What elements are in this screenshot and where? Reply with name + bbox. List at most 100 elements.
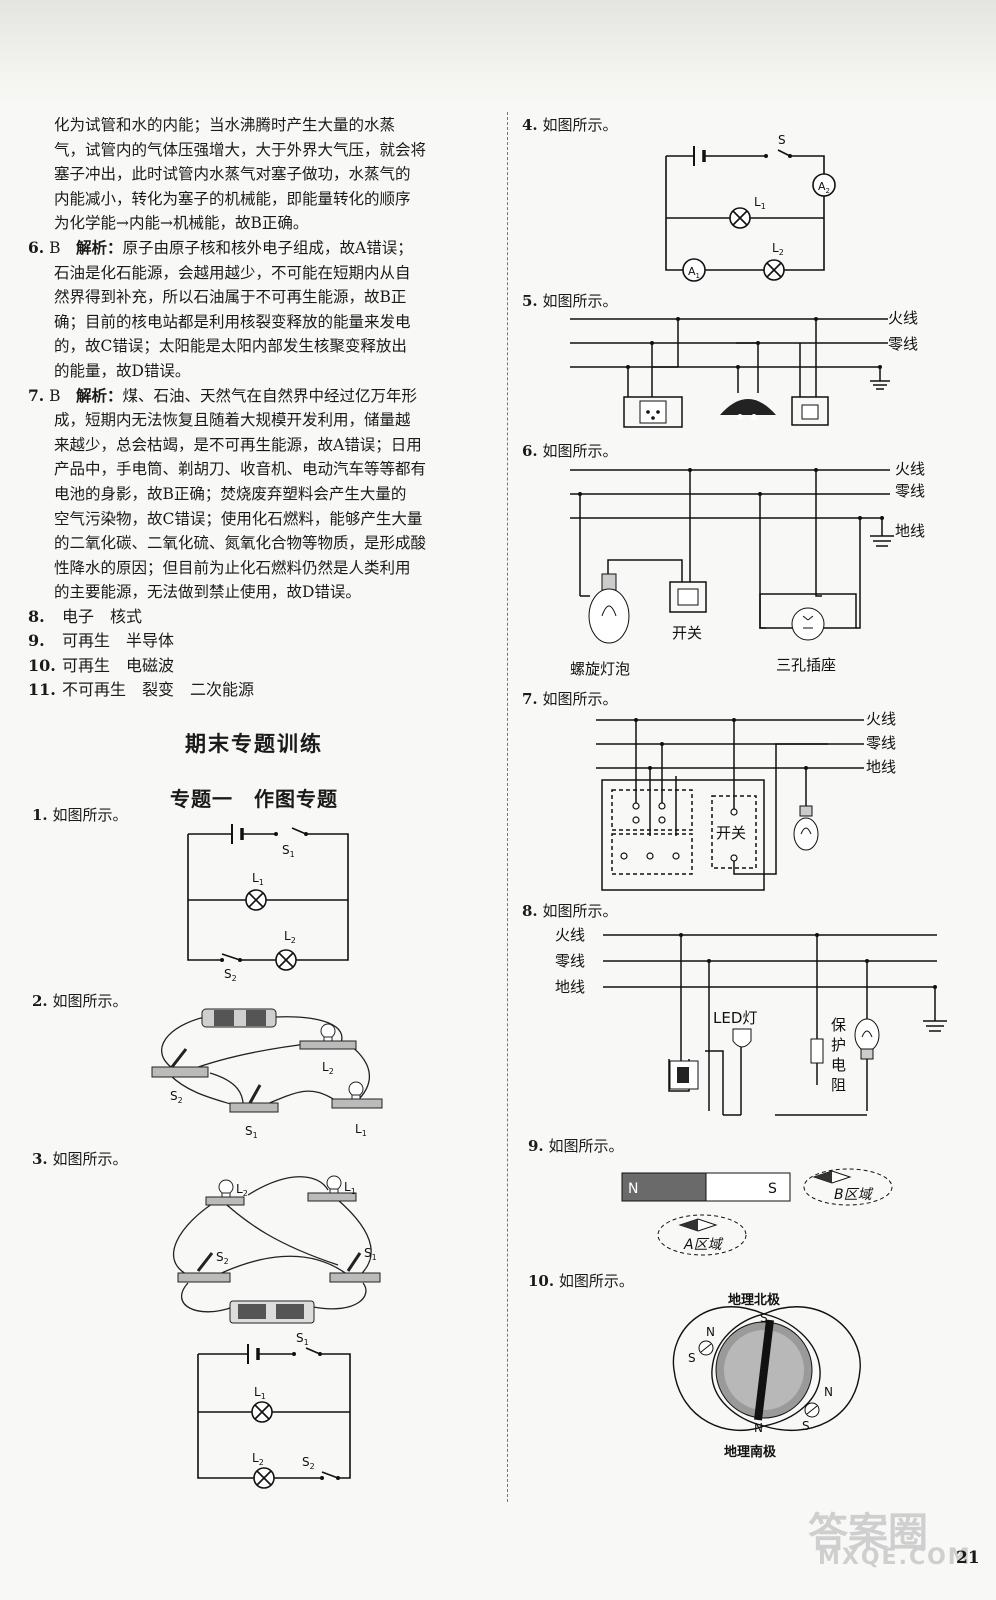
text-line: 的主要能源，无法做到禁止使用，故D错误。 <box>54 583 361 602</box>
neutral-wire-label: 零线 <box>866 734 896 752</box>
question-number: 6. <box>522 442 538 460</box>
circuit-diagram-4: S A2 L1 L2 A1 <box>665 133 836 282</box>
magnet-south-label: S <box>768 1181 777 1197</box>
live-wire-label: 火线 <box>895 460 925 478</box>
resistor-label-char: 护 <box>831 1036 846 1054</box>
answer-8: 8.电子 核式 <box>28 605 494 629</box>
compass-a-icon <box>657 1214 747 1256</box>
caption-text: 如图所示。 <box>52 992 128 1010</box>
text-line: 性降水的原因；但目前为止化石燃料仍然是人类利用 <box>54 558 411 577</box>
live-wire-label: 火线 <box>555 926 585 944</box>
switch-label: 开关 <box>716 824 746 842</box>
label-s: S <box>778 133 786 147</box>
text-line: 塞子冲出，此时试管内水蒸气对塞子做功，水蒸气的 <box>54 165 411 184</box>
bar-magnet <box>621 1172 791 1202</box>
column-divider <box>507 112 508 1502</box>
resistor-icon <box>810 1038 824 1064</box>
magnet-north-label: N <box>628 1181 638 1197</box>
physical-wiring-3: L2 L1 S2 S1 <box>172 1175 381 1324</box>
answer-number: 6. <box>28 237 45 257</box>
label-l2: L2 <box>284 929 296 945</box>
text-line: 电池的身影，故B正确；焚烧废弃塑料会产生大量的 <box>54 484 407 503</box>
bulb-label: 螺旋灯泡 <box>570 660 630 678</box>
text-line: 煤、石油、天然气在自然界中经过亿万年形 <box>122 386 418 405</box>
topic-title: 专题一 作图专题 <box>170 787 338 811</box>
answer-number: 7. <box>28 385 45 405</box>
ground-wire-label: 地线 <box>895 522 925 540</box>
magnetic-south-label: S <box>760 1311 768 1325</box>
label-l1: L1 <box>754 195 766 211</box>
label-l1: L1 <box>344 1180 356 1196</box>
magnetic-north-label: N <box>754 1421 763 1435</box>
label-s2: S2 <box>216 1250 229 1266</box>
figure-2-caption: 2. 如图所示。 <box>32 990 127 1011</box>
resistor-label-char: 阻 <box>831 1076 846 1094</box>
question-number: 2. <box>32 992 48 1010</box>
answer-number: 9. <box>28 631 45 651</box>
ammeter-a1: A1 <box>688 265 700 280</box>
text-line: 石油是化石能源，会越用越少，不可能在短期内从自 <box>54 263 411 282</box>
question-number: 10. <box>528 1272 555 1290</box>
text-line: 化为试管和水的内能；当水沸腾时产生大量的水蒸 <box>54 116 396 134</box>
switch-icon <box>801 404 819 420</box>
question-number: 1. <box>32 806 48 824</box>
physical-wiring-2: L2 S2 S1 L1 <box>151 1008 383 1140</box>
caption-text: 如图所示。 <box>542 442 618 460</box>
label-l2: L2 <box>236 1182 248 1198</box>
figure-7-caption: 7. 如图所示。 <box>522 688 617 709</box>
circuit-diagram-3: S1 L1 L2 S2 <box>197 1331 351 1489</box>
home-wiring-7: 火线 零线 地线 开关 <box>596 710 896 891</box>
caption-text: 如图所示。 <box>558 1272 634 1290</box>
answer-6-first-line: 6. B 解析：原子由原子核和核外电子组成，故A错误； <box>28 236 494 261</box>
label-l1: L1 <box>355 1122 367 1138</box>
page-number: 21 <box>956 1548 980 1568</box>
question-number: 8. <box>522 902 538 920</box>
ground-wire-label: 地线 <box>866 758 896 776</box>
neutral-wire-label: 零线 <box>895 482 925 500</box>
figure-9-caption: 9. 如图所示。 <box>528 1135 623 1156</box>
switch-icon <box>196 1252 362 1272</box>
answer-number: 8. <box>28 606 45 626</box>
bulb-icon <box>793 805 819 851</box>
analysis-label: 解析： <box>76 237 123 257</box>
text-line: 产品中，手电筒、剃胡刀、收音机、电动汽车等等都有 <box>54 460 427 479</box>
text-line: 成，短期内无法恢复且随着大规模开发利用，储量越 <box>54 411 411 430</box>
switch-label: 开关 <box>672 624 702 642</box>
text-line: 的能量，故D错误。 <box>54 361 191 380</box>
battery-box <box>229 1300 315 1324</box>
figure-5-caption: 5. 如图所示。 <box>522 290 617 311</box>
figure-4-caption: 4. 如图所示。 <box>522 114 617 135</box>
label-l2: L2 <box>772 241 784 257</box>
caption-text: 如图所示。 <box>542 116 618 134</box>
text-line: 确；目前的核电站都是利用核裂变释放的能量来发电 <box>54 312 411 331</box>
three-pin-socket-icon <box>791 607 825 641</box>
bulb-icon <box>588 573 630 644</box>
label-l1: L1 <box>254 1385 266 1401</box>
socket-label: 三孔插座 <box>776 656 836 674</box>
question-number: 5. <box>522 292 538 310</box>
bulb-icon <box>854 1018 880 1060</box>
figure-3-caption: 3. 如图所示。 <box>32 1148 127 1169</box>
text-line: 内能减小，转化为塞子的机械能，即能量转化的顺序 <box>54 189 411 208</box>
text-line: 的，故C错误；太阳能是太阳内部发生核聚变释放出 <box>54 337 407 356</box>
home-wiring-8: 火线 零线 地线 LED灯 保 护 电 阻 <box>555 926 947 1116</box>
text-line: 为化学能→内能→机械能，故B正确。 <box>54 214 309 233</box>
text-line: 的二氧化碳、二氧化硫、氮氧化合物等物质，是形成酸 <box>54 534 427 553</box>
label-s2: S2 <box>170 1089 183 1105</box>
answer-11: 11.不可再生 裂变 二次能源 <box>28 678 494 702</box>
compass-n-label: N <box>706 1325 715 1339</box>
circuit-diagram-1: S1 L1 L2 S2 <box>187 824 349 983</box>
figure-6-caption: 6. 如图所示。 <box>522 440 617 461</box>
region-a-label: A区域 <box>683 1237 724 1253</box>
analysis-label: 解析： <box>76 385 123 405</box>
question-number: 9. <box>528 1137 544 1155</box>
answer-number: 11. <box>28 680 56 700</box>
compass-n-label: N <box>824 1385 833 1399</box>
caption-text: 如图所示。 <box>548 1137 624 1155</box>
answer-7-first-line: 7. B 解析：煤、石油、天然气在自然界中经过亿万年形 <box>28 384 494 409</box>
battery-box <box>201 1008 277 1028</box>
question-number: 4. <box>522 116 538 134</box>
label-l2: L2 <box>252 1451 264 1467</box>
left-column-text: 化为试管和水的内能；当水沸腾时产生大量的水蒸 气，试管内的气体压强增大，大于外界… <box>28 113 494 703</box>
scan-top-shading <box>0 0 996 110</box>
